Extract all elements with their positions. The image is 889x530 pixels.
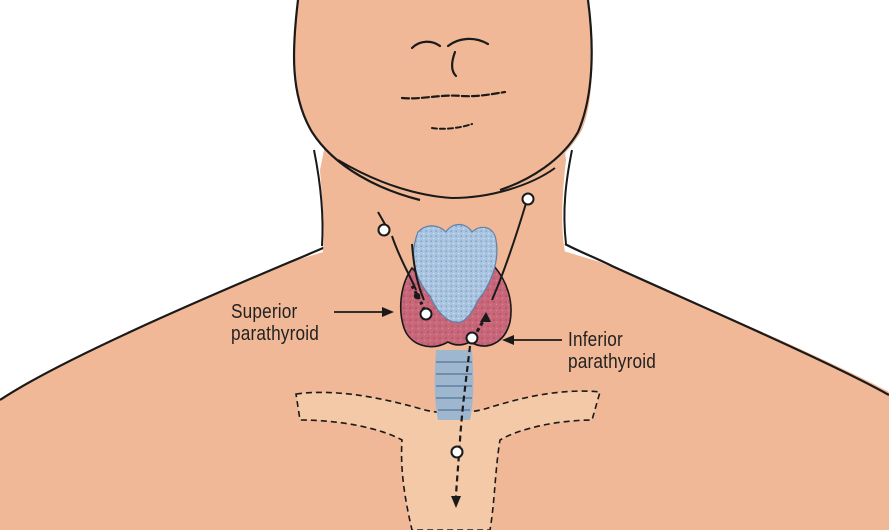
marker-upper-left bbox=[379, 225, 390, 236]
marker-upper-right bbox=[523, 194, 534, 205]
superior-label-line1: Superior bbox=[231, 301, 319, 323]
superior-parathyroid-label: Superior parathyroid bbox=[231, 301, 319, 345]
dot-superior bbox=[414, 293, 420, 299]
inferior-label-line2: parathyroid bbox=[568, 351, 656, 373]
marker-thymus bbox=[452, 447, 463, 458]
marker-inferior-parathyroid bbox=[467, 333, 478, 344]
inferior-parathyroid-label: Inferior parathyroid bbox=[568, 329, 656, 373]
inferior-label-line1: Inferior bbox=[568, 329, 656, 351]
superior-label-line2: parathyroid bbox=[231, 323, 319, 345]
marker-superior-parathyroid bbox=[421, 309, 432, 320]
